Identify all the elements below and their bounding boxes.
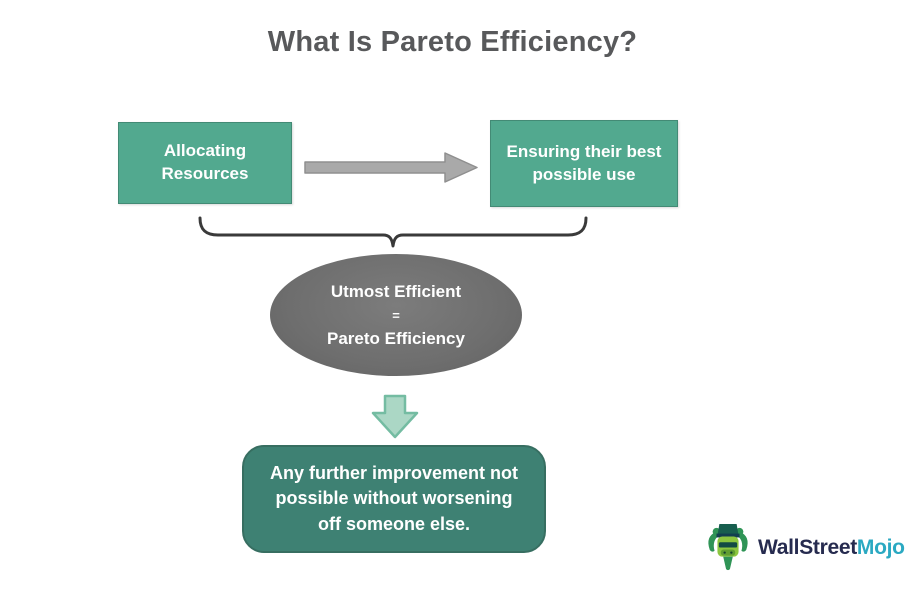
- logo-mojo-text: Mojo: [856, 536, 905, 559]
- allocating-resources-label: Allocating Resources: [161, 141, 249, 183]
- ensuring-best-use-label: Ensuring their best possible use: [506, 141, 662, 184]
- conclusion-label: Any further improvement not possible wit…: [269, 463, 519, 534]
- ensuring-best-use-box: Ensuring their best possible use: [490, 120, 678, 207]
- wallstreetmojo-bull-mascot-icon: [708, 524, 748, 571]
- ellipse-line1: Utmost Efficient: [330, 281, 462, 301]
- down-arrow-icon: [371, 394, 419, 439]
- wallstreetmojo-logo: WallStreetMojo: [704, 522, 905, 574]
- right-arrow-icon: [304, 152, 478, 183]
- wallstreetmojo-wordmark: WallStreetMojo: [758, 536, 905, 560]
- conclusion-box: Any further improvement not possible wit…: [242, 445, 546, 553]
- pareto-equivalence-ellipse: Utmost Efficient = Pareto Efficiency: [270, 254, 522, 376]
- allocating-resources-box: Allocating Resources: [118, 122, 292, 204]
- ellipse-line2: Pareto Efficiency: [327, 328, 465, 348]
- page-title: What Is Pareto Efficiency?: [267, 26, 638, 58]
- logo-wallstreet-text: WallStreet: [758, 536, 857, 559]
- equals-sign: =: [392, 307, 400, 323]
- horizontal-brace-icon: [198, 216, 588, 248]
